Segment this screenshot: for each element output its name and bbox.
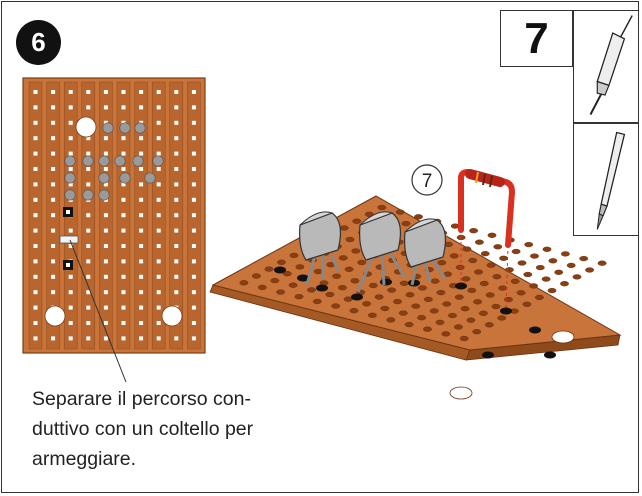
caption: Separare il percorso con- duttivo con un… — [32, 384, 282, 474]
soldering-iron-icon — [589, 15, 633, 115]
transistor — [356, 211, 407, 293]
step-badge: 6 — [16, 20, 61, 65]
leader-line — [69, 239, 127, 383]
knife-icon — [596, 131, 626, 230]
transistor — [404, 218, 447, 286]
mounting-hole — [75, 116, 97, 138]
step-number-box: 7 — [500, 10, 573, 67]
transistor — [299, 211, 342, 286]
caption-line-1: Separare il percorso con- — [32, 388, 251, 410]
mounting-hole — [551, 330, 575, 344]
resistor — [455, 168, 516, 315]
cut-track-mark — [59, 235, 79, 244]
caption-line-2: duttivo con un coltello per — [32, 418, 254, 440]
caption-line-3: armeggiare. — [32, 448, 137, 470]
knife-panel — [573, 123, 639, 236]
soldering-iron-panel — [573, 10, 639, 123]
stripboard-back — [22, 77, 206, 354]
mounting-hole — [161, 305, 183, 327]
mounting-hole — [449, 386, 473, 400]
callout-label: 7 — [422, 171, 433, 192]
mounting-hole — [44, 305, 66, 327]
callout-7: 7 — [411, 164, 443, 196]
